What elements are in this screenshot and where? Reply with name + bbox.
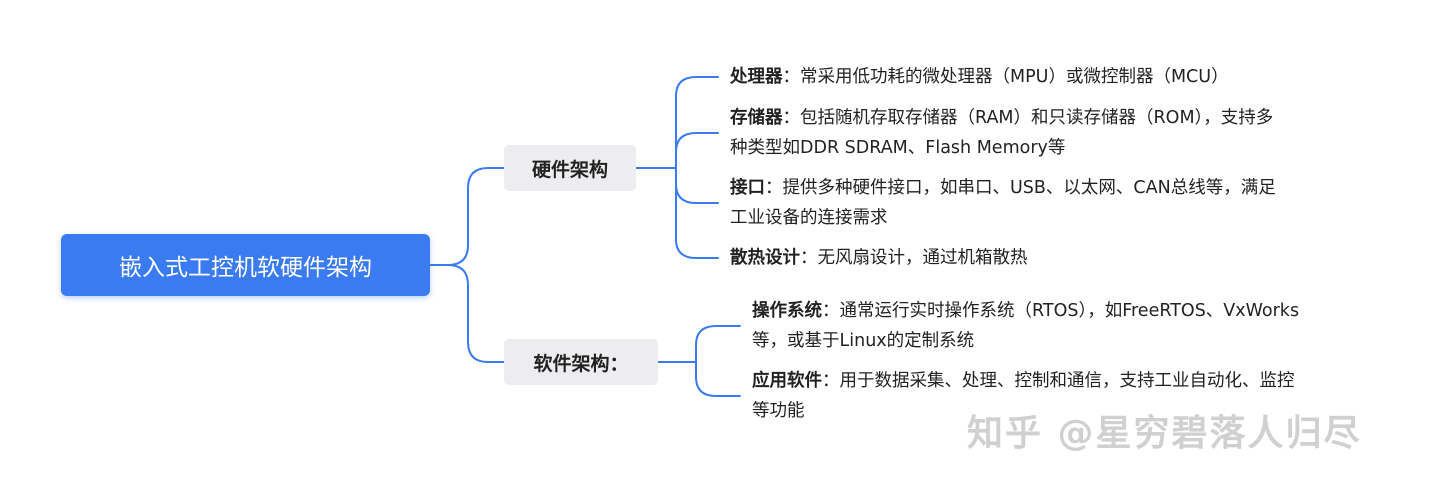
connector-root-hardware [429, 167, 505, 266]
connector-hw-memory [675, 132, 719, 169]
leaf-separator: ： [822, 301, 840, 321]
connector-sw-os [695, 325, 741, 363]
leaf-separator: ： [782, 67, 801, 87]
root-label: 嵌入式工控机软硬件架构 [119, 255, 372, 281]
branch-label: 硬件架构 [531, 158, 608, 181]
leaf-text-line2: 等功能 [752, 401, 805, 421]
leaf-node-cooling[interactable]: 散热设计：无风扇设计，通过机箱散热 [730, 243, 1370, 273]
leaf-node-os[interactable]: 操作系统：通常运行实时操作系统（RTOS），如FreeRTOS、VxWorks 等… [752, 296, 1382, 356]
branch-label: 软件架构： [533, 352, 629, 375]
leaf-text: 包括随机存取存储器（RAM）和只读存储器（ROM），支持多 [800, 108, 1274, 128]
leaf-text: 通常运行实时操作系统（RTOS），如FreeRTOS、VxWorks [839, 301, 1300, 321]
leaf-text: 常采用低功耗的微处理器（MPU）或微控制器（MCU） [800, 67, 1229, 87]
leaf-separator: ： [782, 108, 801, 128]
branch-node-software[interactable]: 软件架构： [504, 339, 658, 385]
leaf-text-line2: 种类型如DDR SDRAM、Flash Memory等 [730, 138, 1066, 158]
leaf-separator: ： [800, 248, 818, 268]
leaf-text: 提供多种硬件接口，如串口、USB、以太网、CAN总线等，满足 [782, 178, 1276, 198]
leaf-separator: ： [822, 371, 840, 391]
connector-root-software [447, 264, 505, 363]
leaf-text: 无风扇设计，通过机箱散热 [817, 248, 1028, 268]
leaf-term: 处理器 [730, 67, 783, 87]
leaf-term: 应用软件 [752, 371, 822, 391]
leaf-node-apps[interactable]: 应用软件：用于数据采集、处理、控制和通信，支持工业自动化、监控等功能 [752, 366, 1382, 426]
root-node[interactable]: 嵌入式工控机软硬件架构 [61, 234, 430, 296]
leaf-node-memory[interactable]: 存储器：包括随机存取存储器（RAM）和只读存储器（ROM），支持多种类型如DDR… [730, 103, 1370, 163]
connector-hw-processor [675, 76, 719, 169]
leaf-term: 接口 [730, 178, 765, 198]
leaf-separator: ： [765, 178, 783, 198]
connector-hw-cooling [675, 167, 719, 259]
leaf-term: 存储器 [730, 108, 783, 128]
branch-node-hardware[interactable]: 硬件架构 [504, 145, 636, 191]
leaf-term: 操作系统 [752, 301, 822, 321]
watermark: 知乎 @星穷碧落人归尽 [967, 413, 1362, 454]
connector-sw-apps [695, 361, 741, 397]
leaf-term: 散热设计 [730, 248, 800, 268]
leaf-text-line2: 等，或基于Linux的定制系统 [752, 331, 975, 351]
leaf-node-interface[interactable]: 接口：提供多种硬件接口，如串口、USB、以太网、CAN总线等，满足工业设备的连接… [730, 173, 1370, 233]
connector-hw-interface [675, 167, 719, 204]
leaf-text-line2: 工业设备的连接需求 [730, 208, 888, 228]
leaf-text: 用于数据采集、处理、控制和通信，支持工业自动化、监控 [839, 371, 1295, 391]
leaf-node-processor[interactable]: 处理器：常采用低功耗的微处理器（MPU）或微控制器（MCU） [730, 62, 1370, 92]
